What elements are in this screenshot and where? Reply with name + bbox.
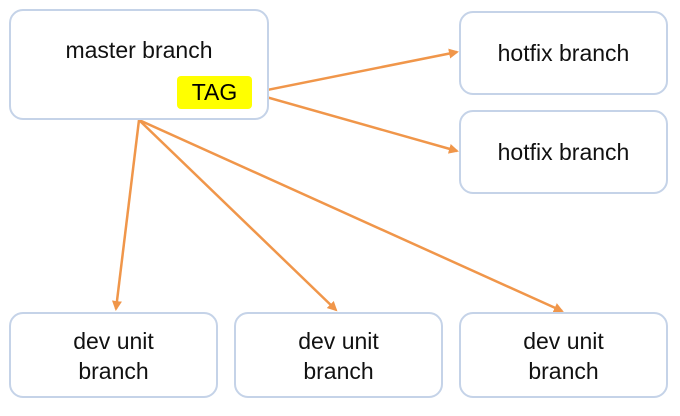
hotfix-branch-label: hotfix branch — [497, 40, 630, 66]
dev-unit-label-line-2: branch — [303, 358, 374, 384]
arrow-master-to-dev-2 — [138, 119, 338, 312]
master-branch-label: master branch — [65, 37, 213, 63]
tag-badge: TAG — [177, 76, 252, 109]
dev-unit-label-line-1: dev unit — [523, 328, 604, 354]
dev-unit-branch-node-2: dev unit branch — [234, 312, 443, 398]
dev-unit-branch-label: dev unit branch — [236, 314, 441, 386]
arrow-tag-to-hotfix-2 — [251, 91, 459, 154]
hotfix-branch-node-1: hotfix branch — [459, 11, 668, 95]
dev-unit-branch-label: dev unit branch — [461, 314, 666, 386]
dev-unit-branch-node-3: dev unit branch — [459, 312, 668, 398]
arrow-master-to-dev-3 — [138, 118, 564, 313]
dev-unit-label-line-2: branch — [78, 358, 149, 384]
arrow-tag-to-hotfix-1 — [251, 48, 459, 95]
hotfix-branch-node-2: hotfix branch — [459, 110, 668, 194]
dev-unit-label-line-1: dev unit — [73, 328, 154, 354]
arrow-master-to-dev-1 — [112, 119, 141, 311]
dev-unit-label-line-1: dev unit — [298, 328, 379, 354]
hotfix-branch-label: hotfix branch — [497, 139, 630, 165]
dev-unit-label-line-2: branch — [528, 358, 599, 384]
dev-unit-branch-node-1: dev unit branch — [9, 312, 218, 398]
dev-unit-branch-label: dev unit branch — [11, 314, 216, 386]
